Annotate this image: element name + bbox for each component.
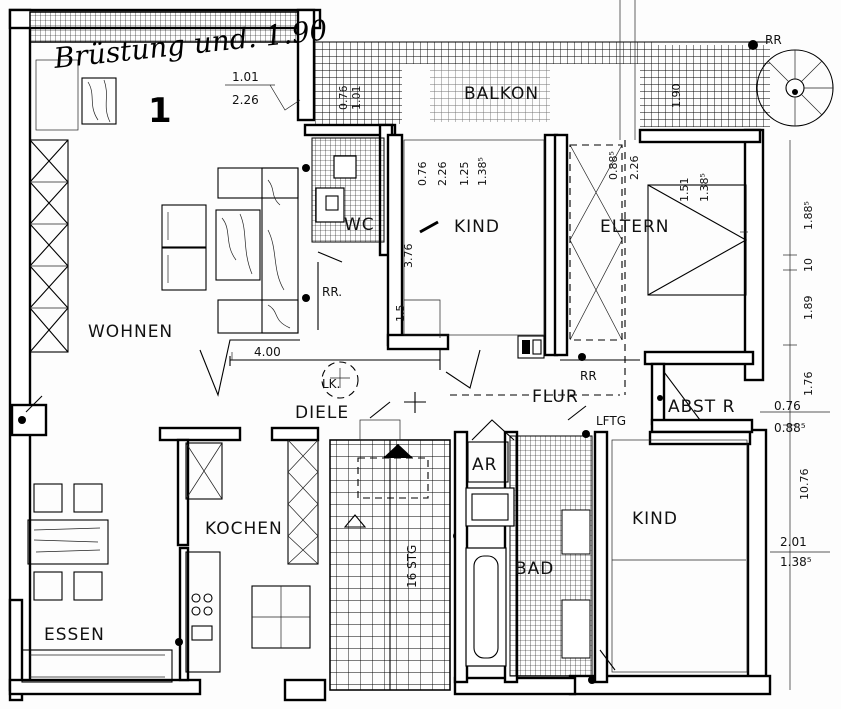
rr-wc-label: RR. bbox=[322, 285, 342, 299]
dim-right-b: 10 bbox=[802, 258, 815, 272]
room-label-kochen: KOCHEN bbox=[205, 519, 283, 539]
lftg-label: LFTG bbox=[596, 414, 626, 428]
room-label-flur: FLUR bbox=[532, 387, 579, 407]
dim-right-d: 1.76 bbox=[802, 372, 815, 397]
room-label-ar: AR bbox=[472, 455, 497, 475]
room-label-kind-bottom: KIND bbox=[632, 509, 678, 529]
wc-room bbox=[302, 123, 397, 330]
top-dimensions bbox=[225, 84, 301, 360]
balcony-area bbox=[312, 0, 834, 140]
dim-abst-b: 0.88⁵ bbox=[774, 421, 806, 435]
essen-room bbox=[27, 483, 109, 601]
dim-wc-b: 1.01 bbox=[350, 86, 363, 111]
staircase bbox=[329, 419, 461, 691]
stairs-label: 16 STG bbox=[405, 545, 419, 588]
dim-top-b: 2.26 bbox=[232, 93, 259, 107]
room-label-diele: DIELE bbox=[295, 403, 349, 423]
dim-kind-s: 1.5 bbox=[394, 305, 407, 323]
dim-right-e: 10.76 bbox=[798, 469, 811, 501]
dim-abst-a: 0.76 bbox=[774, 399, 801, 413]
room-label-essen: ESSEN bbox=[44, 625, 105, 645]
hall-area bbox=[321, 231, 748, 421]
dim-kind2-b: 1.38⁵ bbox=[780, 555, 812, 569]
dim-wc-a: 0.76 bbox=[337, 86, 350, 111]
room-label-eltern: ELTERN bbox=[600, 217, 670, 237]
dim-balkon-h: 1.90 bbox=[670, 84, 683, 109]
dim-kind-b: 2.26 bbox=[436, 162, 449, 187]
dim-eltern-b: 2.26 bbox=[628, 156, 641, 181]
dim-kind-c: 1.25 bbox=[458, 162, 471, 187]
room-label-abstr: ABST R bbox=[668, 397, 735, 417]
rr-flur-label: RR bbox=[580, 369, 597, 383]
room-label-kind-top: KIND bbox=[454, 217, 500, 237]
eltern-room bbox=[553, 128, 762, 395]
dim-kind-a: 0.76 bbox=[416, 162, 429, 187]
room-label-wc: WC bbox=[344, 215, 375, 235]
dim-right-c: 1.89 bbox=[802, 296, 815, 321]
unit-number: 1 bbox=[148, 91, 172, 131]
right-dimensions bbox=[760, 140, 830, 690]
wohnen-room bbox=[10, 59, 441, 437]
kind-bottom-room bbox=[582, 430, 752, 684]
outer-walls bbox=[8, 8, 772, 702]
dim-eltern-c: 1.51 bbox=[678, 178, 691, 203]
dim-eltern-d: 1.38⁵ bbox=[698, 173, 711, 202]
abstr-room bbox=[650, 362, 754, 434]
room-label-wohnen: WOHNEN bbox=[88, 322, 173, 342]
dim-kind-d: 1.38⁵ bbox=[476, 157, 489, 186]
room-label-balkon: BALKON bbox=[464, 84, 539, 104]
dim-diele-w: 4.00 bbox=[254, 345, 281, 359]
dim-kind-h: 3.76 bbox=[402, 244, 415, 269]
bad-room bbox=[453, 419, 616, 684]
rr-balkon-label: RR bbox=[765, 33, 782, 47]
dim-top-a: 1.01 bbox=[232, 70, 259, 84]
room-label-bad: BAD bbox=[515, 559, 554, 579]
dim-eltern-a: 0.88⁵ bbox=[607, 151, 620, 180]
lk-symbol-label: LK. bbox=[322, 377, 340, 391]
dim-right-a: 1.88⁵ bbox=[802, 201, 815, 230]
kochen-room bbox=[158, 426, 320, 682]
dim-kind2-a: 2.01 bbox=[780, 535, 807, 549]
